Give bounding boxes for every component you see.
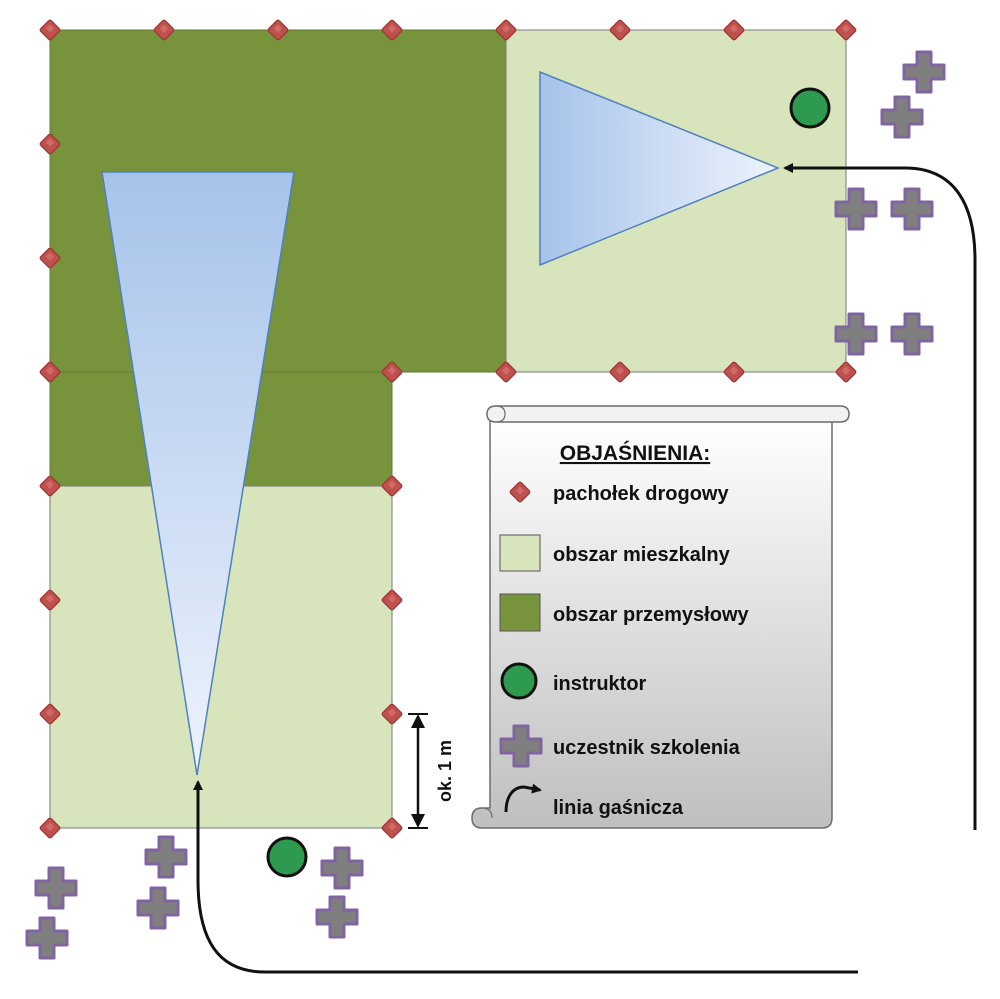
legend-item-residential-label: obszar mieszkalny bbox=[553, 544, 731, 566]
legend-panel: OBJAŚNIENIA: pachołek drogowy obszar mie… bbox=[471, 405, 850, 829]
hose-line-right bbox=[783, 163, 977, 830]
legend-title: OBJAŚNIENIA: bbox=[560, 441, 711, 465]
legend-item-hose-label: linia gaśnicza bbox=[553, 797, 684, 819]
participant-icon bbox=[320, 846, 364, 890]
participant-icon bbox=[880, 95, 924, 139]
participant-icon bbox=[890, 312, 934, 356]
participant-icon bbox=[136, 886, 180, 930]
hose-line-icon bbox=[504, 783, 542, 813]
participant-icon bbox=[34, 866, 78, 910]
hose-line-bottom bbox=[193, 780, 858, 974]
horizontal-triangle-target bbox=[539, 70, 780, 267]
vertical-triangle-target bbox=[101, 171, 295, 776]
participant-icon bbox=[902, 50, 946, 94]
dimension-label: ok. 1 m bbox=[435, 740, 455, 802]
legend-item-industrial-label: obszar przemysłowy bbox=[553, 604, 750, 626]
dimension-marker: ok. 1 m bbox=[408, 713, 455, 829]
instructor-icon bbox=[789, 87, 831, 129]
participant-icon bbox=[25, 916, 69, 960]
residential-area-swatch bbox=[499, 534, 541, 572]
instructor-icon bbox=[500, 662, 538, 700]
industrial-area-swatch bbox=[499, 593, 541, 632]
legend-item-participant-label: uczestnik szkolenia bbox=[553, 737, 741, 759]
participant-icon bbox=[890, 187, 934, 231]
legend-item-cone-label: pachołek drogowy bbox=[553, 483, 729, 505]
legend-item-instructor-label: instruktor bbox=[553, 673, 647, 695]
participant-icon bbox=[144, 835, 188, 879]
instructor-icon bbox=[266, 836, 308, 878]
participant-icon bbox=[315, 895, 359, 939]
